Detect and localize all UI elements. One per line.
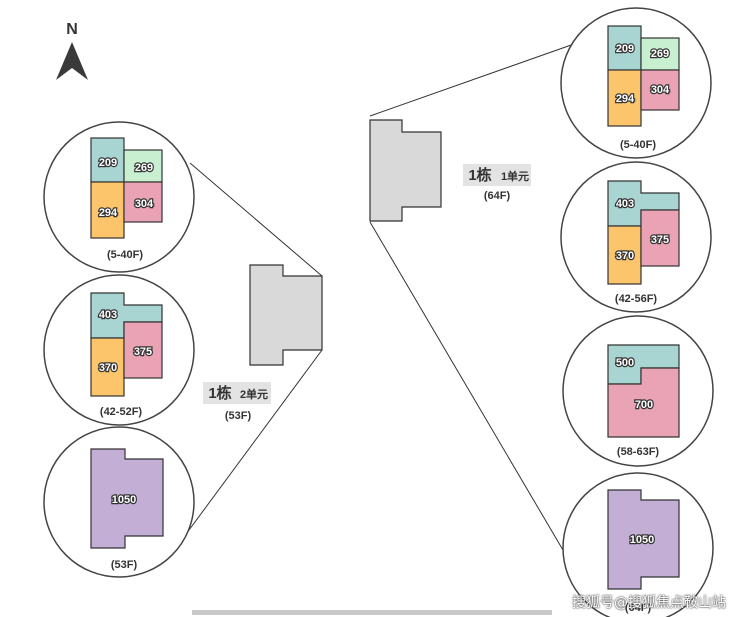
left-connector-lines — [174, 162, 323, 550]
floor-range: (5-40F) — [107, 249, 143, 261]
right-plan-circle-3[interactable]: 500 700 (58-63F) — [562, 315, 714, 467]
building-1-name: 1栋 — [468, 166, 491, 184]
unit-375: 375 — [134, 346, 152, 358]
unit-403: 403 — [616, 198, 634, 210]
building-2-floors: (53F) — [225, 410, 252, 422]
building-1-floors: (64F) — [484, 190, 511, 202]
unit-500: 500 — [616, 357, 634, 369]
left-plan-circle-1[interactable]: 209 269 294 304 (5-40F) — [43, 121, 195, 273]
unit-370: 370 — [616, 250, 634, 262]
building-2-unit: 2单元 — [240, 387, 268, 401]
building-1-label: 1栋 1单元 (64F) — [463, 164, 531, 202]
bottom-bar — [192, 610, 552, 615]
unit-304: 304 — [135, 198, 154, 210]
right-plan-circle-2[interactable]: 403 370 375 (42-56F) — [560, 161, 712, 313]
right-plan-circle-1[interactable]: 209 269 294 304 (5-40F) — [560, 7, 712, 159]
unit-294: 294 — [99, 207, 118, 219]
building-1-unit-shape[interactable] — [369, 119, 442, 222]
floor-range: (58-63F) — [617, 446, 660, 458]
unit-294: 294 — [616, 93, 635, 105]
building-1-unit: 1单元 — [501, 169, 529, 183]
unit-1050: 1050 — [112, 494, 136, 506]
floor-range: (5-40F) — [620, 139, 656, 151]
north-compass: N — [56, 21, 88, 80]
building-2-label: 1栋 2单元 (53F) — [203, 382, 271, 422]
building-2-unit-shape[interactable] — [249, 264, 323, 366]
left-plan-circle-3[interactable]: 1050 (53F) — [43, 426, 195, 578]
unit-209: 209 — [616, 43, 634, 55]
floor-range: (42-52F) — [100, 406, 143, 418]
unit-403: 403 — [99, 309, 117, 321]
unit-1050: 1050 — [630, 534, 654, 546]
unit-370: 370 — [99, 362, 117, 374]
north-label: N — [66, 21, 78, 38]
unit-700: 700 — [635, 399, 653, 411]
unit-269: 269 — [651, 48, 669, 60]
north-arrow-icon — [56, 42, 88, 80]
right-connector-lines — [369, 43, 575, 563]
floor-range: (64F) — [625, 602, 652, 614]
unit-375: 375 — [651, 234, 669, 246]
watermark-text: 搜狐号@搜狐焦点鞍山站 — [572, 595, 726, 611]
unit-304: 304 — [651, 84, 670, 96]
left-plan-circle-2[interactable]: 403 370 375 (42-52F) — [43, 274, 195, 426]
floor-range: (53F) — [111, 559, 138, 571]
unit-209: 209 — [99, 157, 117, 169]
floor-range: (42-56F) — [615, 293, 658, 305]
unit-269: 269 — [135, 162, 153, 174]
building-2-name: 1栋 — [208, 384, 231, 402]
right-plan-circle-4[interactable]: 1050 (64F) — [562, 472, 714, 617]
